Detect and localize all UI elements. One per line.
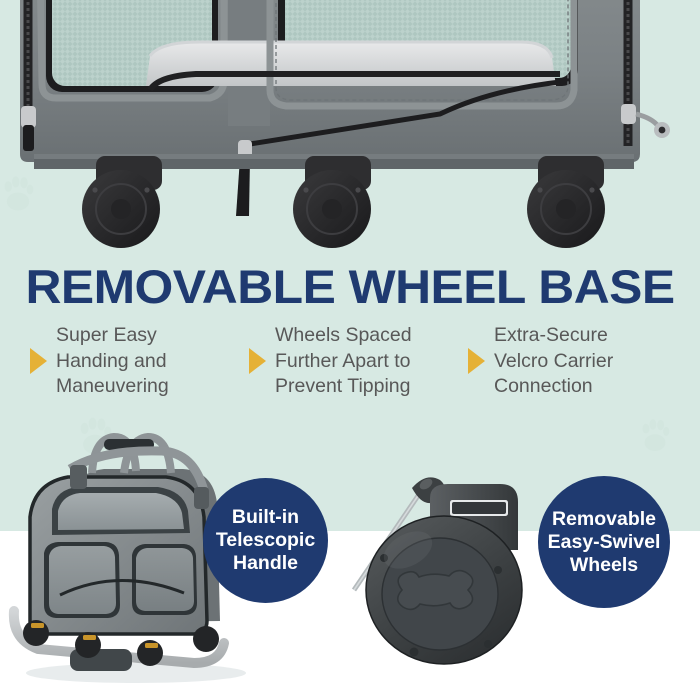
triangle-right-icon	[468, 348, 485, 375]
triangle-right-icon	[249, 348, 266, 375]
feature-item-wheel-spacing: Wheels Spaced Further Apart to Prevent T…	[249, 323, 459, 400]
base-wheel-3	[137, 640, 163, 666]
feature-label: Extra-Secure Velcro Carrier Connection	[494, 324, 614, 397]
base-wheel-1	[23, 620, 49, 646]
feature-list: Super Easy Handing and Maneuvering Wheel…	[30, 323, 678, 400]
page-title: REMOVABLE WHEEL BASE	[25, 260, 675, 313]
base-wheel-4	[193, 626, 219, 652]
badge-telescopic-handle: Built-in Telescopic Handle	[203, 478, 328, 603]
feature-item-easy-handling: Super Easy Handing and Maneuvering	[30, 323, 240, 400]
zipper-right	[621, 0, 670, 146]
wheel-module-image	[352, 477, 523, 665]
hero-product-image	[20, 0, 670, 248]
wheel-center	[293, 156, 371, 248]
wheel-left	[82, 156, 162, 248]
wheel-right	[527, 156, 605, 248]
badge-swivel-wheels: Removable Easy-Swivel Wheels	[538, 476, 670, 608]
feature-label: Super Easy Handing and Maneuvering	[56, 324, 169, 397]
feature-label: Wheels Spaced Further Apart to Prevent T…	[275, 324, 412, 397]
feature-item-velcro-connection: Extra-Secure Velcro Carrier Connection	[468, 323, 678, 400]
zipper-left	[21, 0, 36, 151]
bone-emblem	[396, 569, 474, 611]
base-wheel-2	[75, 632, 101, 658]
triangle-right-icon	[30, 348, 47, 375]
